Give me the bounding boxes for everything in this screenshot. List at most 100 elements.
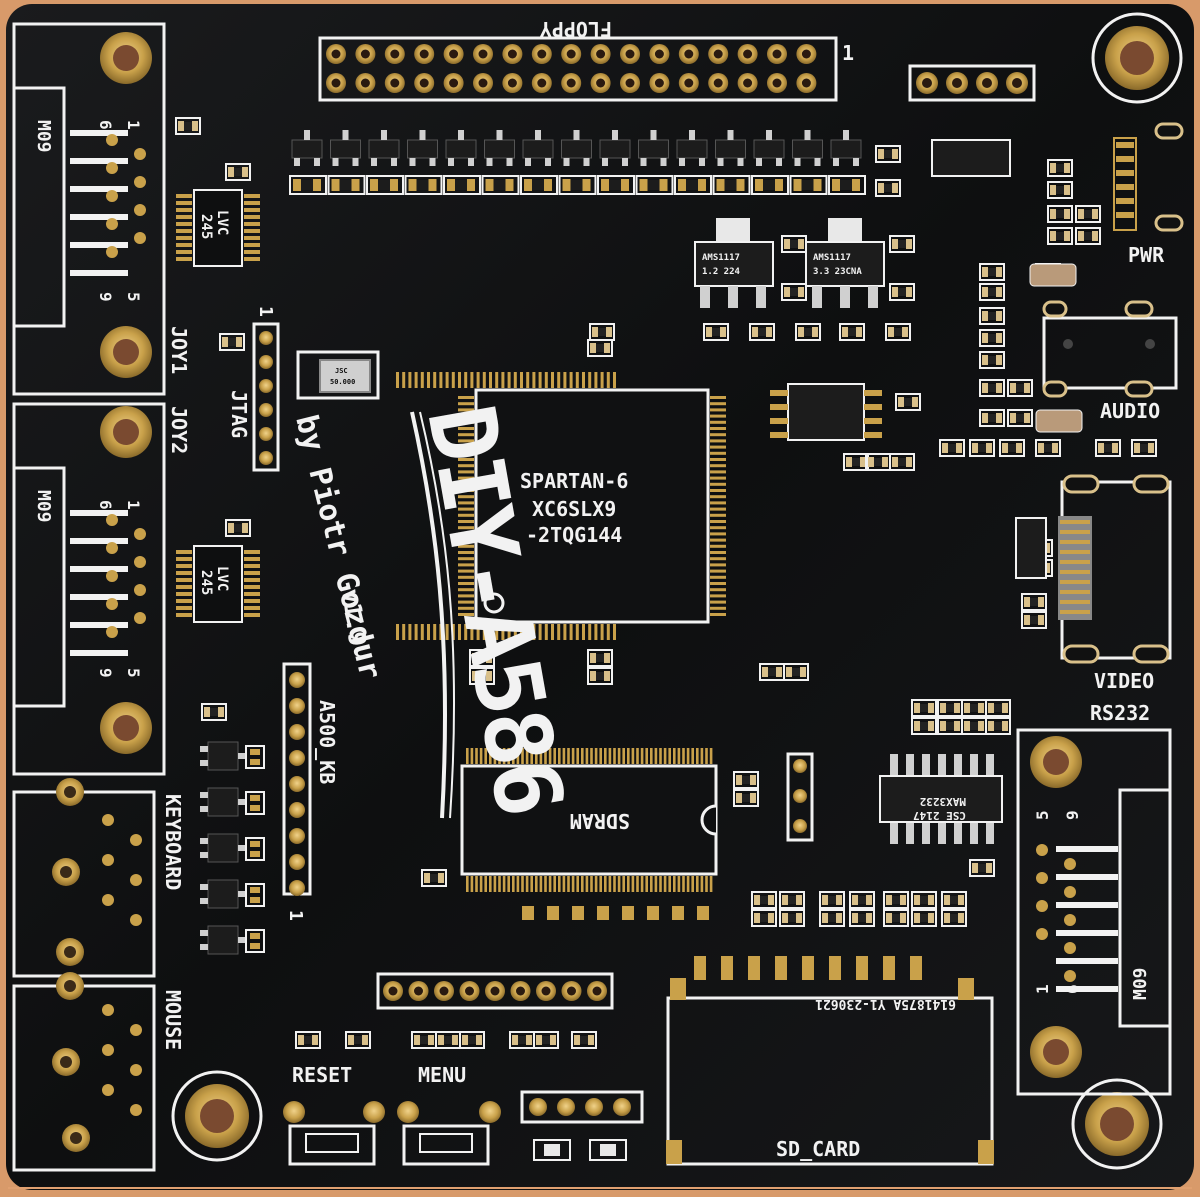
- led-icon: [589, 1139, 627, 1161]
- smd-passive: [459, 1031, 485, 1049]
- smd-pad: [647, 906, 659, 920]
- smd-passive: [469, 667, 495, 685]
- sot23-diode: [445, 139, 477, 159]
- smd-passive: [883, 909, 909, 927]
- bottom-pin-header: [376, 972, 614, 1010]
- floppy-pin1-label: 1: [842, 41, 854, 65]
- mouse-label: MOUSE: [161, 990, 185, 1050]
- sot23-diode: [561, 139, 592, 159]
- smd-passive: [911, 717, 937, 735]
- smd-passive: [225, 163, 251, 181]
- smd-passive: [939, 439, 965, 457]
- smd-pad: [597, 906, 609, 920]
- lvc245-bottom: [176, 545, 260, 623]
- reg1-line1: AMS1117: [702, 253, 740, 263]
- tactile-switch-icon[interactable]: [397, 1101, 501, 1166]
- sd-slot-icon: [666, 956, 994, 1166]
- db9-connector-icon: [12, 402, 166, 776]
- audio-jack: [1042, 300, 1178, 398]
- smd-passive: [985, 717, 1011, 735]
- smd-passive: [795, 323, 821, 341]
- part-number: 6141875A_Y1-230621: [815, 996, 956, 1011]
- joy1-pin-6: 6: [96, 120, 115, 130]
- jtag-label: JTAG: [227, 390, 251, 438]
- smd-passive: [849, 909, 875, 927]
- rs232-mirror-label: M09: [1130, 967, 1151, 1000]
- sot23-diode: [407, 139, 438, 159]
- smd-passive: [911, 909, 937, 927]
- smd-passive: [733, 771, 759, 789]
- smd-passive: [889, 235, 915, 253]
- smd-passive: [201, 703, 227, 721]
- smd-passive: [979, 351, 1005, 369]
- fpga-chip: [396, 372, 726, 640]
- smd-passive: [895, 393, 921, 411]
- keyboard-label: KEYBOARD: [161, 794, 185, 890]
- reg2-line2: 3.3 23CNA: [813, 267, 862, 277]
- smd-passive: [979, 329, 1005, 347]
- a500-kb-header: [282, 662, 312, 896]
- joy1-mirror-label: M09: [33, 120, 54, 153]
- sot23-transistor: [207, 879, 239, 909]
- joy2-pin-9: 9: [96, 668, 115, 678]
- smd-passive: [779, 891, 805, 909]
- sdram-chip: [460, 748, 718, 892]
- tactile-switch-icon[interactable]: [283, 1101, 385, 1166]
- smd-pad: [572, 906, 584, 920]
- joy2-pin-5: 5: [124, 668, 143, 678]
- video-label: VIDEO: [1094, 669, 1154, 693]
- smd-passive: [889, 453, 915, 471]
- smd-passive: [979, 409, 1005, 427]
- smd-passive: [1007, 409, 1033, 427]
- pin-header-icon: [786, 752, 814, 842]
- smd-passive: [421, 869, 447, 887]
- video-connector: [1015, 474, 1172, 664]
- joy1-pin-9: 9: [96, 292, 115, 302]
- smd-passive: [781, 235, 807, 253]
- sdram-label: SDRAM: [570, 809, 630, 833]
- sot23-diode: [676, 139, 708, 159]
- smd-passive: [781, 283, 807, 301]
- smd-passive: [533, 1031, 559, 1049]
- smd-passive: [175, 117, 201, 135]
- smd-passive: [941, 891, 967, 909]
- smd-passive: [999, 439, 1025, 457]
- smd-passive: [295, 1031, 321, 1049]
- regulator-1: [694, 218, 774, 308]
- rs232-pin-9: 9: [1063, 810, 1082, 820]
- max-line1: MAX3232: [920, 795, 966, 808]
- db9-connector-icon: [1016, 728, 1172, 1096]
- reg2-line1: AMS1117: [813, 253, 851, 263]
- smd-passive: [985, 699, 1011, 717]
- rs232-label: RS232: [1090, 701, 1150, 725]
- audio-label: AUDIO: [1100, 399, 1160, 423]
- smd-passive: [703, 323, 729, 341]
- smd-passive: [751, 909, 777, 927]
- lvc-top-line2: 245: [198, 214, 214, 239]
- smd-passive: [839, 323, 865, 341]
- reset-label: RESET: [292, 1063, 352, 1087]
- joy1-pin-1: 1: [124, 120, 143, 130]
- sot23-transistor: [207, 925, 239, 955]
- keyboard-connector: [12, 778, 156, 978]
- smd-passive: [1047, 205, 1073, 223]
- mounting-holes: [171, 12, 1183, 1170]
- fpga-line3: -2TQG144: [526, 523, 622, 547]
- sot23-transistor: [207, 833, 239, 863]
- smd-passive: [979, 307, 1005, 325]
- db9-connector-icon: [12, 22, 166, 396]
- smd-passive: [889, 283, 915, 301]
- floppy-header: [318, 36, 838, 102]
- smd-pad: [622, 906, 634, 920]
- crystal-line1: JSC: [335, 367, 348, 375]
- regulator-2: [805, 218, 885, 308]
- reg1-line2: 1.2 224: [702, 267, 741, 277]
- smd-pad: [672, 906, 684, 920]
- smd-passive: [1021, 611, 1047, 629]
- pin-header-icon: [520, 1090, 644, 1124]
- fpga-line2: XC6SLX9: [532, 497, 616, 521]
- pin-header-icon: [908, 64, 1036, 102]
- pwr-connector: [1113, 122, 1184, 232]
- sot23-diode: [291, 139, 323, 159]
